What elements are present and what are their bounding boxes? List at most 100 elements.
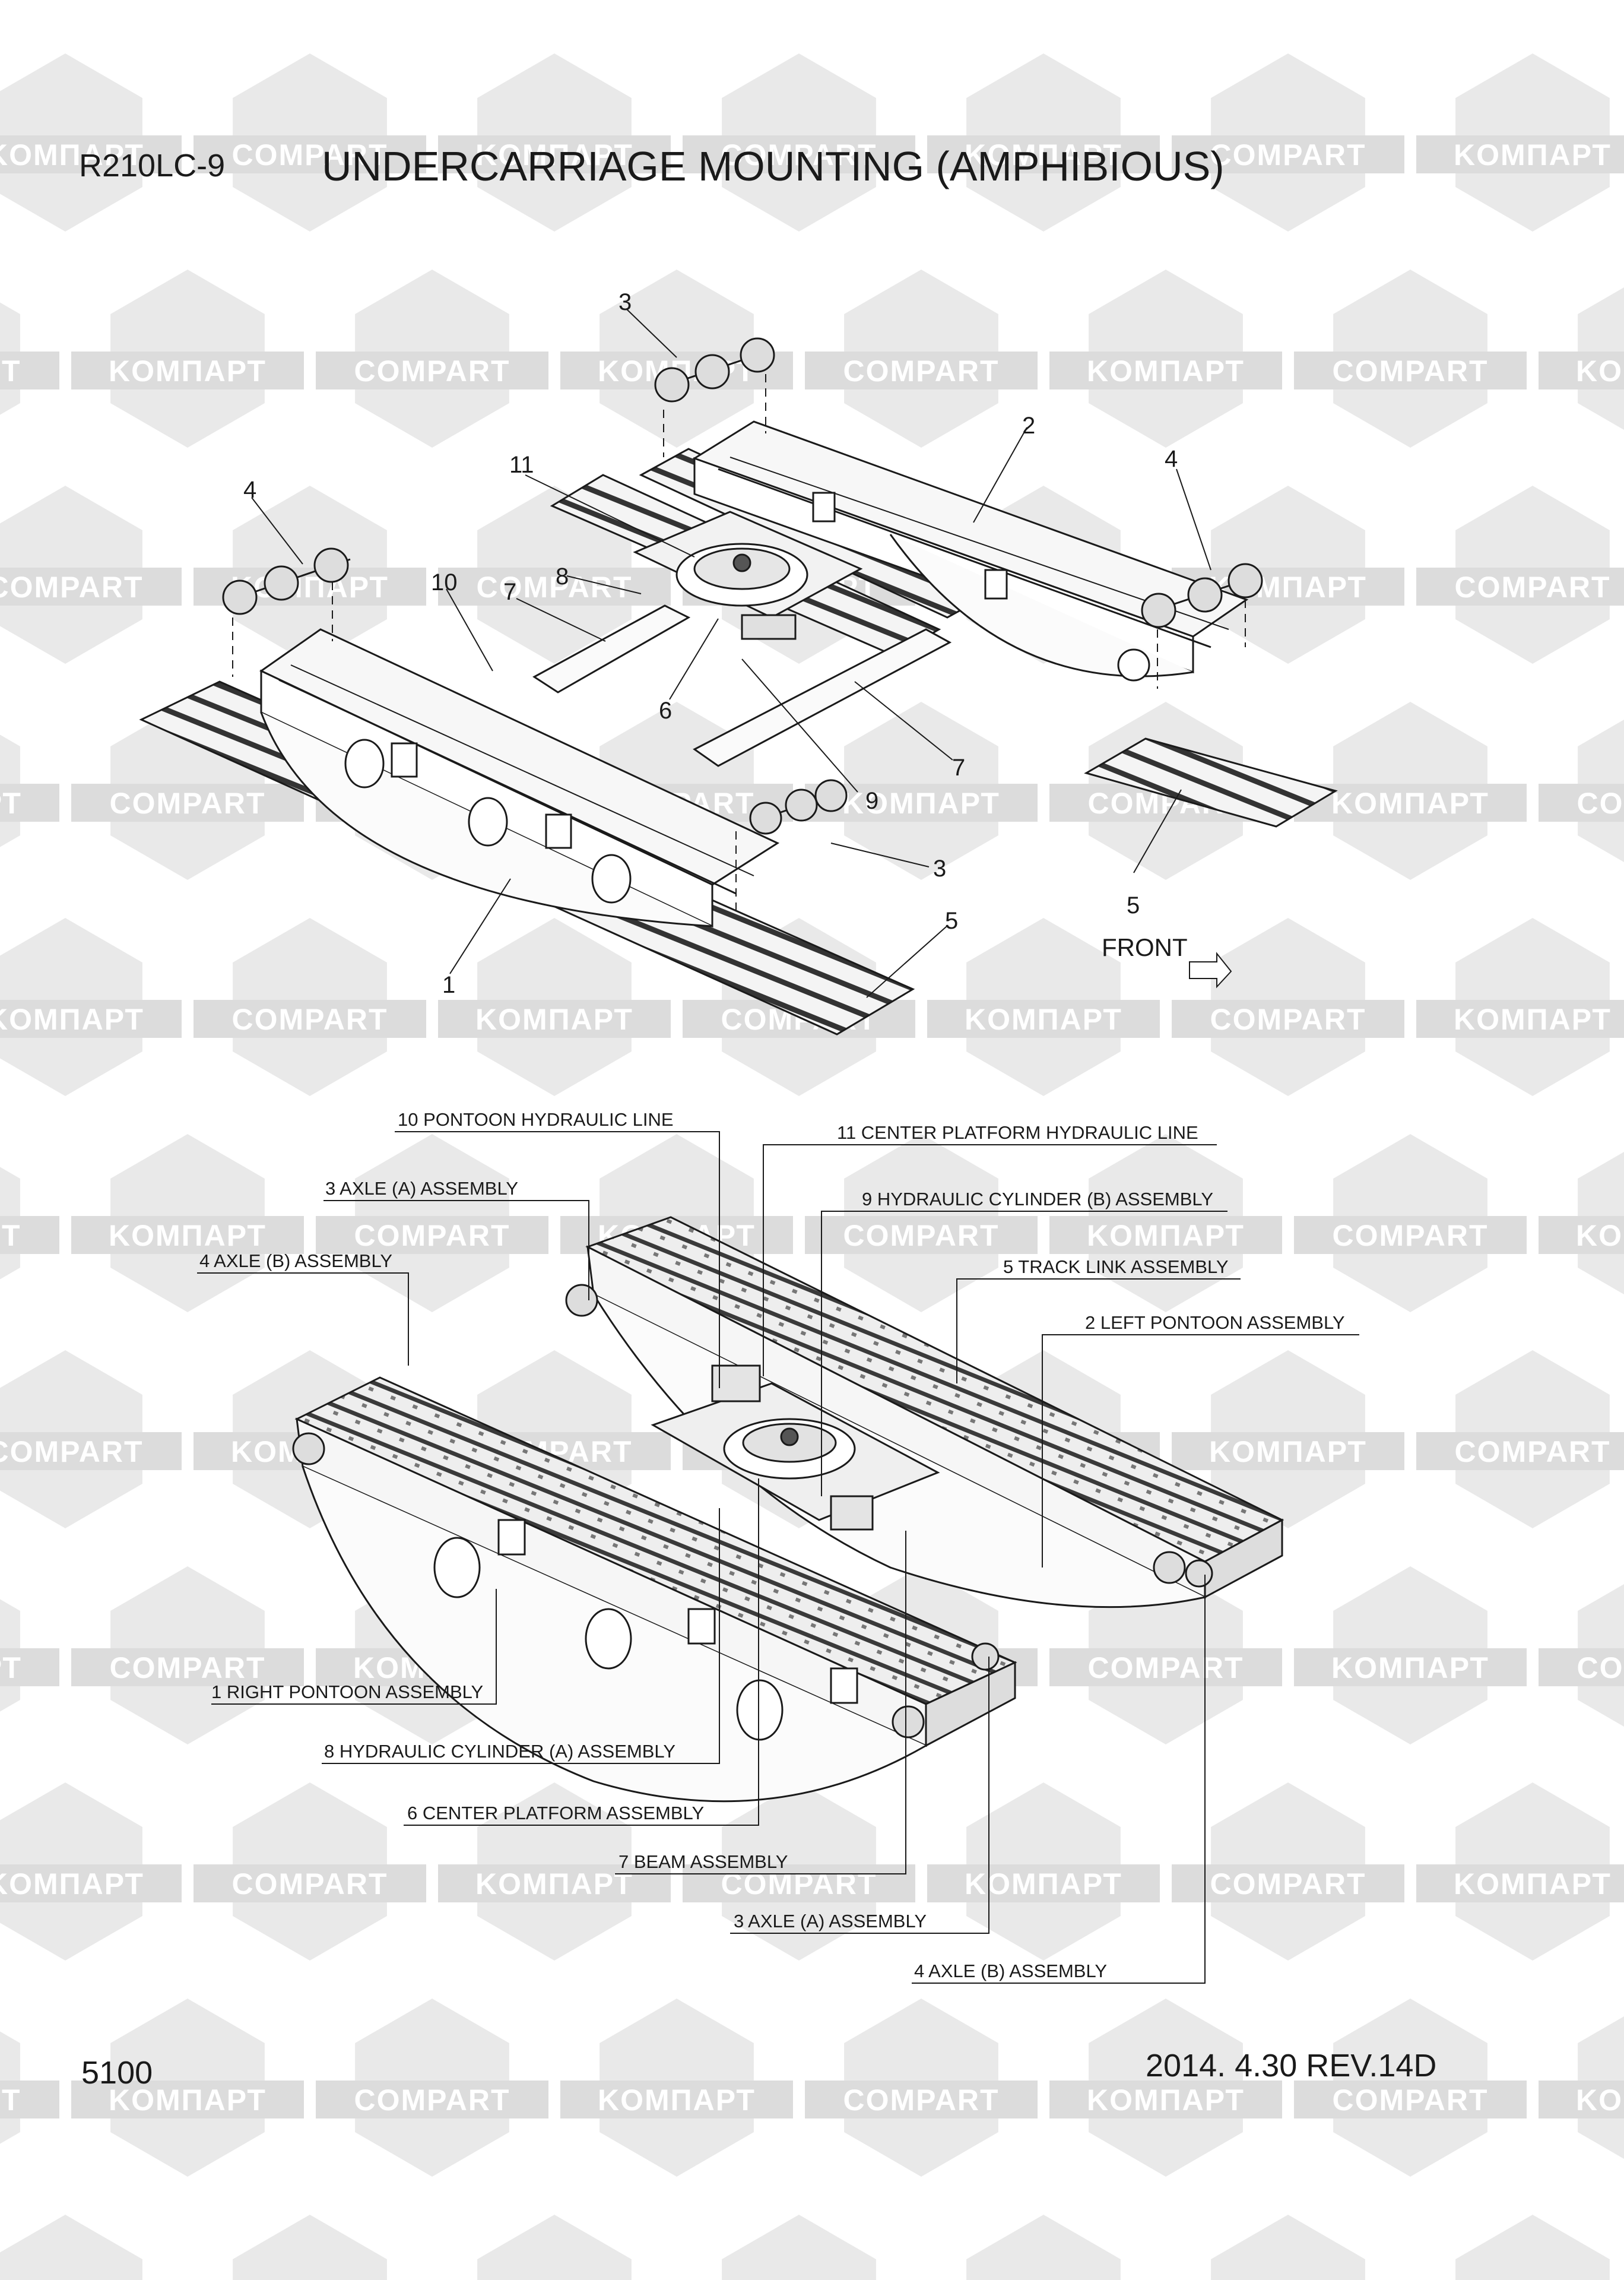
watermark-text: COMPART bbox=[109, 1651, 265, 1684]
watermark-text: COMPART bbox=[1332, 1219, 1488, 1252]
right-pontoon bbox=[259, 628, 780, 928]
watermark-text: KOMПАРТ bbox=[475, 138, 633, 172]
watermark-tile: KOMПАРТ bbox=[1049, 270, 1282, 448]
watermark-tile: KOMПАРТ bbox=[0, 734, 59, 847]
watermark-tile: COMPART bbox=[1172, 1782, 1404, 1961]
watermark-text: COMPART bbox=[354, 1219, 510, 1252]
watermark-tile: COMPART bbox=[316, 1134, 548, 1312]
watermark-tile: KOMПАРТ bbox=[805, 702, 1038, 880]
watermark-tile: KOMПАРТ bbox=[1294, 702, 1527, 880]
watermark-tile: COMPART bbox=[0, 486, 182, 664]
watermark-tile: KOMПАРТ bbox=[1211, 2215, 1365, 2280]
watermark-text: KOMПАРТ bbox=[1087, 1219, 1245, 1252]
watermark-tile: COMPART bbox=[1049, 1566, 1282, 1744]
watermark-tile: KOMПАРТ bbox=[1539, 2016, 1624, 2159]
watermark-text: COMPART bbox=[1087, 1651, 1244, 1684]
callout-5-bottom: 5 bbox=[945, 908, 958, 934]
watermark-tile: KOMПАРТ bbox=[1416, 53, 1624, 232]
label-left-pontoon: 2 LEFT PONTOON ASSEMBLY bbox=[1085, 1312, 1345, 1333]
callout-3-bottom: 3 bbox=[933, 856, 946, 882]
watermark-text: KOMПАРТ bbox=[0, 1867, 144, 1901]
callout-2: 2 bbox=[1022, 413, 1035, 439]
callout-5-right: 5 bbox=[1127, 892, 1140, 919]
watermark-text: KOMПАРТ bbox=[842, 787, 1000, 820]
label-right-pontoon: 1 RIGHT PONTOON ASSEMBLY bbox=[211, 1682, 483, 1702]
callout-11: 11 bbox=[509, 452, 534, 478]
watermark-tile: KOMПАРТ bbox=[438, 53, 671, 232]
watermark-text: COMPART bbox=[721, 1867, 877, 1901]
callout-7-left: 7 bbox=[503, 579, 516, 605]
front-arrow bbox=[1189, 952, 1232, 989]
watermark-text: KOMПАРТ bbox=[965, 1003, 1122, 1036]
watermark-text: COMPART bbox=[231, 138, 388, 172]
assembled-leaders bbox=[197, 1131, 1359, 1984]
callout-7-right: 7 bbox=[952, 755, 965, 781]
watermark-tile: COMPART bbox=[805, 1134, 1038, 1312]
watermark-text: KOMПАРТ bbox=[0, 1651, 22, 1684]
label-axle-a-bottom: 3 AXLE (A) ASSEMBLY bbox=[734, 1911, 927, 1931]
watermark-tile: KOMПАРТ bbox=[1416, 918, 1624, 1096]
watermark-text: KOMПАРТ bbox=[1576, 2083, 1624, 2117]
label-axle-b-left: 4 AXLE (B) ASSEMBLY bbox=[199, 1250, 392, 1271]
label-track-link: 5 TRACK LINK ASSEMBLY bbox=[1003, 1256, 1229, 1277]
watermark-text: COMPART bbox=[1210, 1003, 1366, 1036]
track-front-left bbox=[1084, 737, 1338, 828]
watermark-tile: COMPART bbox=[1294, 1134, 1527, 1312]
watermark-tile: KOMПАРТ bbox=[194, 486, 426, 664]
watermark-text: COMPART bbox=[231, 1867, 388, 1901]
watermark-tile: KOMПАРТ bbox=[71, 1134, 304, 1312]
watermark-text: KOMПАРТ bbox=[1576, 1219, 1624, 1252]
watermark-text: COMPART bbox=[231, 1003, 388, 1036]
watermark-text: COMPART bbox=[0, 2083, 21, 2117]
watermark-tile: COMPART bbox=[1416, 1350, 1624, 1528]
watermark-tile: KOMПАРТ bbox=[1294, 1566, 1527, 1744]
watermark-text: KOMПАРТ bbox=[1087, 2083, 1245, 2117]
watermark-tile: COMPART bbox=[1172, 918, 1404, 1096]
watermark-tile: KOMПАРТ bbox=[71, 1999, 304, 2177]
axle-right-rear bbox=[1141, 563, 1263, 628]
page-number: 5100 bbox=[81, 2055, 153, 2091]
watermark-text: KOMПАРТ bbox=[1454, 1867, 1612, 1901]
label-center-platform-hydraulic-line: 11 CENTER PLATFORM HYDRAULIC LINE bbox=[837, 1122, 1198, 1143]
callout-10: 10 bbox=[431, 569, 458, 596]
watermark-text: KOMПАРТ bbox=[1576, 354, 1624, 388]
watermark-text: KOMПАРТ bbox=[1454, 138, 1612, 172]
callout-4-right: 4 bbox=[1165, 446, 1178, 472]
watermark-text: KOMПАРТ bbox=[475, 1867, 633, 1901]
model-number: R210LC-9 bbox=[79, 148, 226, 183]
watermark-tile: COMPART bbox=[0, 2215, 142, 2280]
exploded-callouts: 1 2 3 3 4 4 5 5 6 7 7 8 9 10 11 FRONT bbox=[243, 289, 1188, 998]
watermark-tile: COMPART bbox=[0, 1350, 182, 1528]
watermark-text: KOMПАРТ bbox=[0, 1003, 144, 1036]
axle-left-front bbox=[222, 547, 351, 615]
watermark-text: KOMПАРТ bbox=[965, 1867, 1122, 1901]
label-axle-a-top: 3 AXLE (A) ASSEMBLY bbox=[325, 1178, 518, 1199]
watermark-text: COMPART bbox=[1210, 1867, 1366, 1901]
label-beam: 7 BEAM ASSEMBLY bbox=[618, 1851, 788, 1872]
callout-3-top: 3 bbox=[618, 289, 632, 315]
watermark-tile: KOMПАРТ bbox=[71, 270, 304, 448]
watermark-tile: COMPART bbox=[316, 270, 548, 448]
watermark-tile: KOMПАРТ bbox=[438, 1782, 671, 1961]
watermark-text: COMPART bbox=[109, 787, 265, 820]
watermark-tile: COMPART bbox=[0, 302, 59, 415]
watermark-tile: COMPART bbox=[477, 2215, 632, 2280]
axle-top-rear bbox=[654, 337, 775, 403]
watermark-text: KOMПАРТ bbox=[109, 1219, 267, 1252]
beam-front bbox=[693, 628, 952, 767]
watermark-text: COMPART bbox=[354, 354, 510, 388]
watermark-tile: KOMПАРТ bbox=[722, 2215, 876, 2280]
watermark-tile: KOMПАРТ bbox=[560, 1999, 793, 2177]
watermark-text: KOMПАРТ bbox=[0, 138, 144, 172]
exploded-view bbox=[139, 308, 1338, 1036]
watermark-tile: KOMПАРТ bbox=[438, 918, 671, 1096]
callout-1: 1 bbox=[442, 972, 455, 998]
watermark-tile: KOMПАРТ bbox=[0, 53, 182, 232]
watermark-tile: COMPART bbox=[438, 486, 671, 664]
watermark-text: COMPART bbox=[721, 138, 877, 172]
watermark-tile: KOMПАРТ bbox=[233, 2215, 387, 2280]
watermark-text: COMPART bbox=[1577, 787, 1624, 820]
watermark-tile: KOMПАРТ bbox=[1416, 1782, 1624, 1961]
watermark-tile: COMPART bbox=[194, 53, 426, 232]
